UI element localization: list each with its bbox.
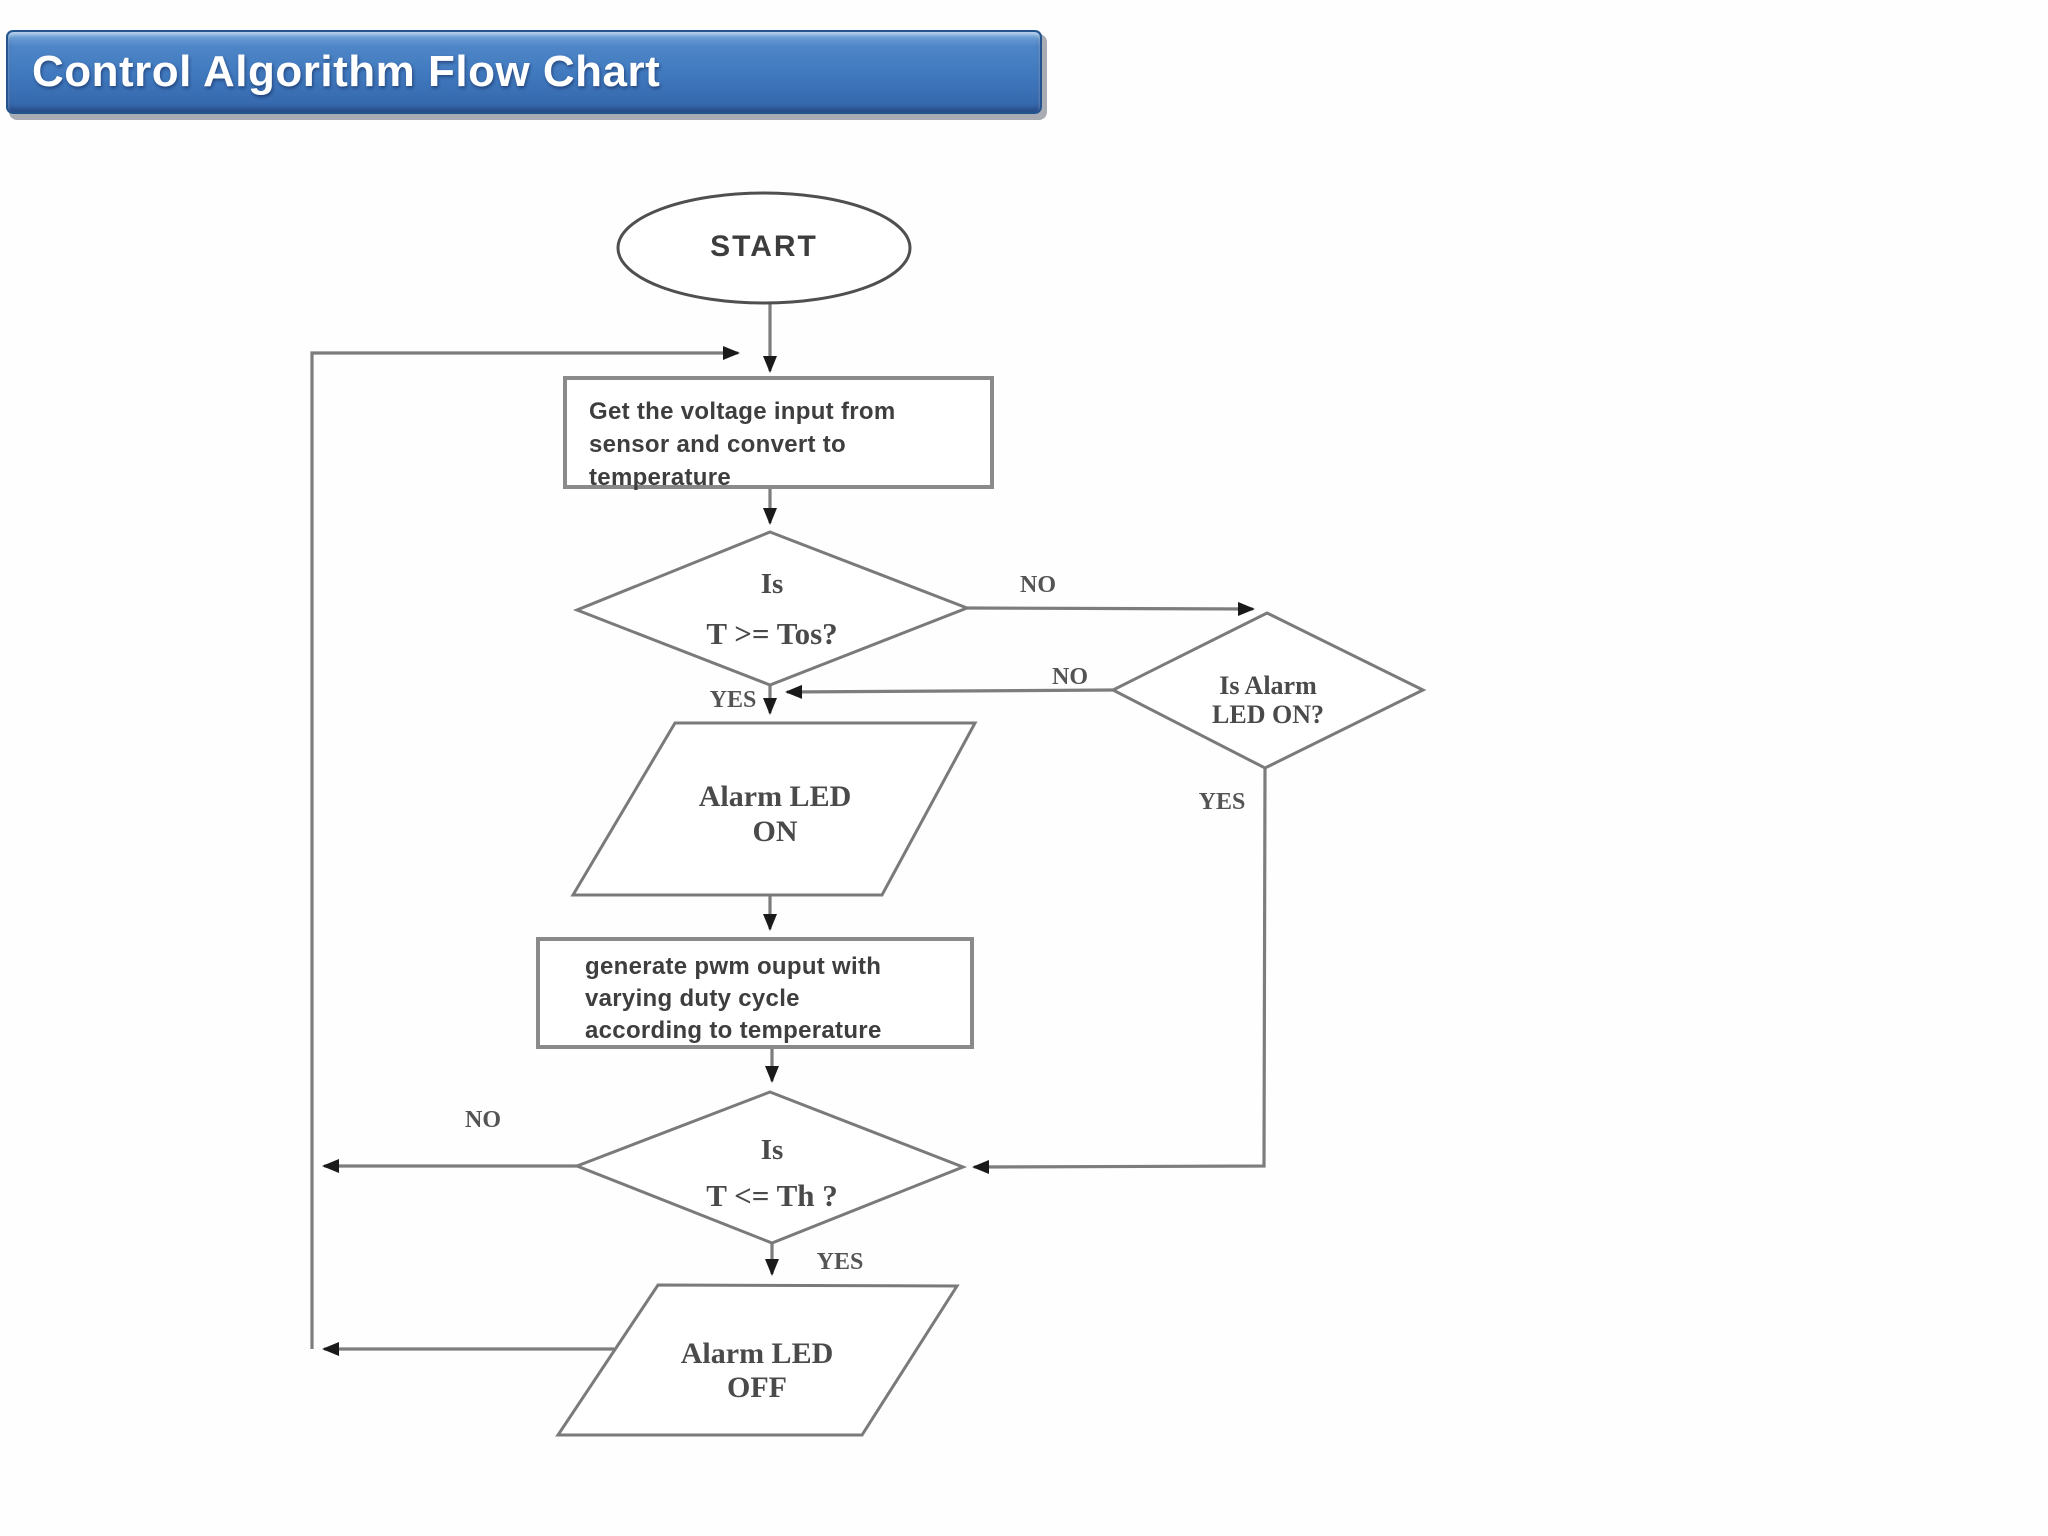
read-sensor-line-3: temperature (589, 464, 732, 491)
decision-tos-line-1: Is (760, 568, 784, 600)
read-sensor-line-1: Get the voltage input from (589, 398, 896, 425)
generate-pwm-line-2: varying duty cycle (585, 985, 800, 1012)
generate-pwm-text: generate pwm ouput with varying duty cyc… (585, 951, 985, 1047)
edge-label-th-yes: YES (816, 1249, 864, 1275)
decision-th-line-2: T <= Th ? (706, 1178, 838, 1213)
edge-label-th-no: NO (465, 1107, 501, 1133)
decision-alarm-led-node (1109, 611, 1427, 770)
alarm-led-off-line-2: OFF (727, 1371, 787, 1404)
decision-tos-line-2: T >= Tos? (706, 616, 838, 651)
edge-loop-back-to-read (310, 346, 740, 1349)
decision-tos-node (572, 530, 972, 687)
edge-label-alarm-no: NO (1052, 664, 1088, 690)
alarm-led-on-node (570, 721, 978, 897)
alarm-led-on-line-1: Alarm LED (698, 780, 852, 813)
title-banner: Control Algorithm Flow Chart (6, 30, 1042, 114)
decision-alarm-led-line-2: LED ON? (1212, 700, 1324, 729)
alarm-led-off-node (555, 1283, 960, 1437)
edge-label-tos-no: NO (1020, 572, 1056, 598)
decision-th-node (572, 1090, 968, 1245)
edge-tos-no-to-alarm-decision (966, 601, 1255, 616)
decision-alarm-led-line-1: Is Alarm (1219, 671, 1317, 700)
generate-pwm-node (536, 937, 974, 1049)
decision-th-line-1: Is (760, 1134, 784, 1166)
read-sensor-node (563, 376, 994, 489)
read-sensor-line-2: sensor and convert to (589, 431, 847, 458)
alarm-led-on-line-2: ON (752, 815, 798, 848)
start-label: START (710, 230, 818, 263)
generate-pwm-line-1: generate pwm ouput with (585, 953, 882, 980)
page-title: Control Algorithm Flow Chart (32, 47, 661, 96)
start-node (616, 191, 912, 305)
alarm-led-off-line-1: Alarm LED (680, 1337, 834, 1370)
edge-label-tos-yes: YES (709, 687, 757, 713)
edge-alarm-yes-to-th-decision (972, 767, 1267, 1174)
edge-label-alarm-yes: YES (1198, 789, 1246, 815)
generate-pwm-line-3: according to temperature (585, 1017, 882, 1044)
read-sensor-text: Get the voltage input from sensor and co… (589, 395, 989, 494)
edge-alarm-no-to-junction (785, 684, 1114, 699)
